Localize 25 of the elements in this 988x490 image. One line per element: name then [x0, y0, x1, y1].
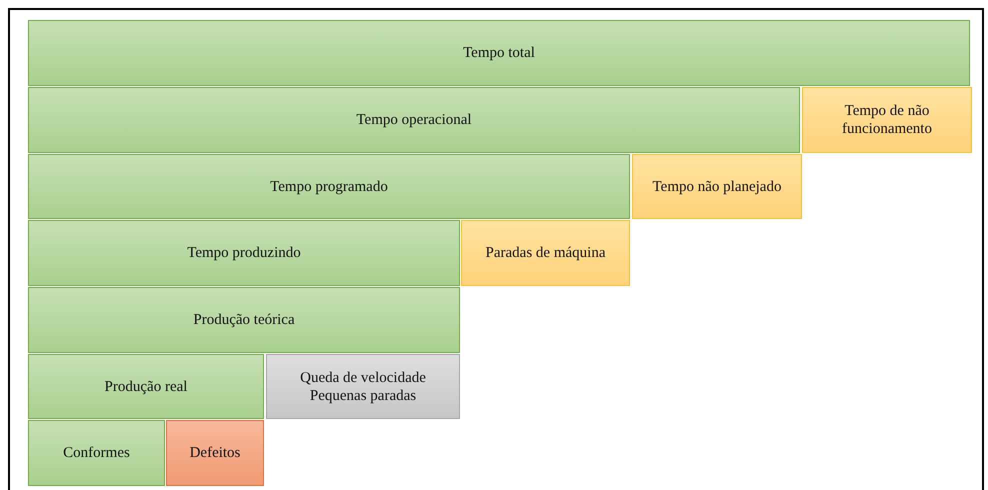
time-bar — [461, 220, 630, 286]
bar-label: Produção teórica — [193, 311, 295, 329]
bar-label: Tempo programado — [270, 178, 388, 196]
time-bar — [28, 87, 800, 153]
bar-label: Conformes — [63, 444, 130, 462]
time-bar — [28, 354, 264, 419]
bar-label: Defeitos — [190, 444, 240, 462]
time-bar — [632, 154, 802, 219]
bar-label: Tempo operacional — [356, 111, 472, 129]
bar-label: Paradas de máquina — [486, 244, 606, 262]
bar-label: Queda de velocidade — [300, 368, 426, 386]
time-bar — [28, 220, 460, 286]
bar-label: Produção real — [104, 378, 188, 396]
bar-label: Tempo não planejado — [652, 178, 782, 196]
time-bar — [802, 87, 972, 153]
time-bar — [266, 354, 460, 419]
time-bar — [28, 20, 970, 86]
time-bar — [28, 287, 460, 353]
bar-label: Tempo produzindo — [187, 244, 301, 262]
time-bar — [28, 420, 165, 486]
bar-label: Tempo de não funcionamento — [841, 102, 933, 138]
time-bar — [166, 420, 264, 486]
bar-label: Tempo total — [463, 44, 535, 62]
time-bar — [28, 154, 630, 219]
bar-label: Pequenas paradas — [310, 386, 416, 404]
